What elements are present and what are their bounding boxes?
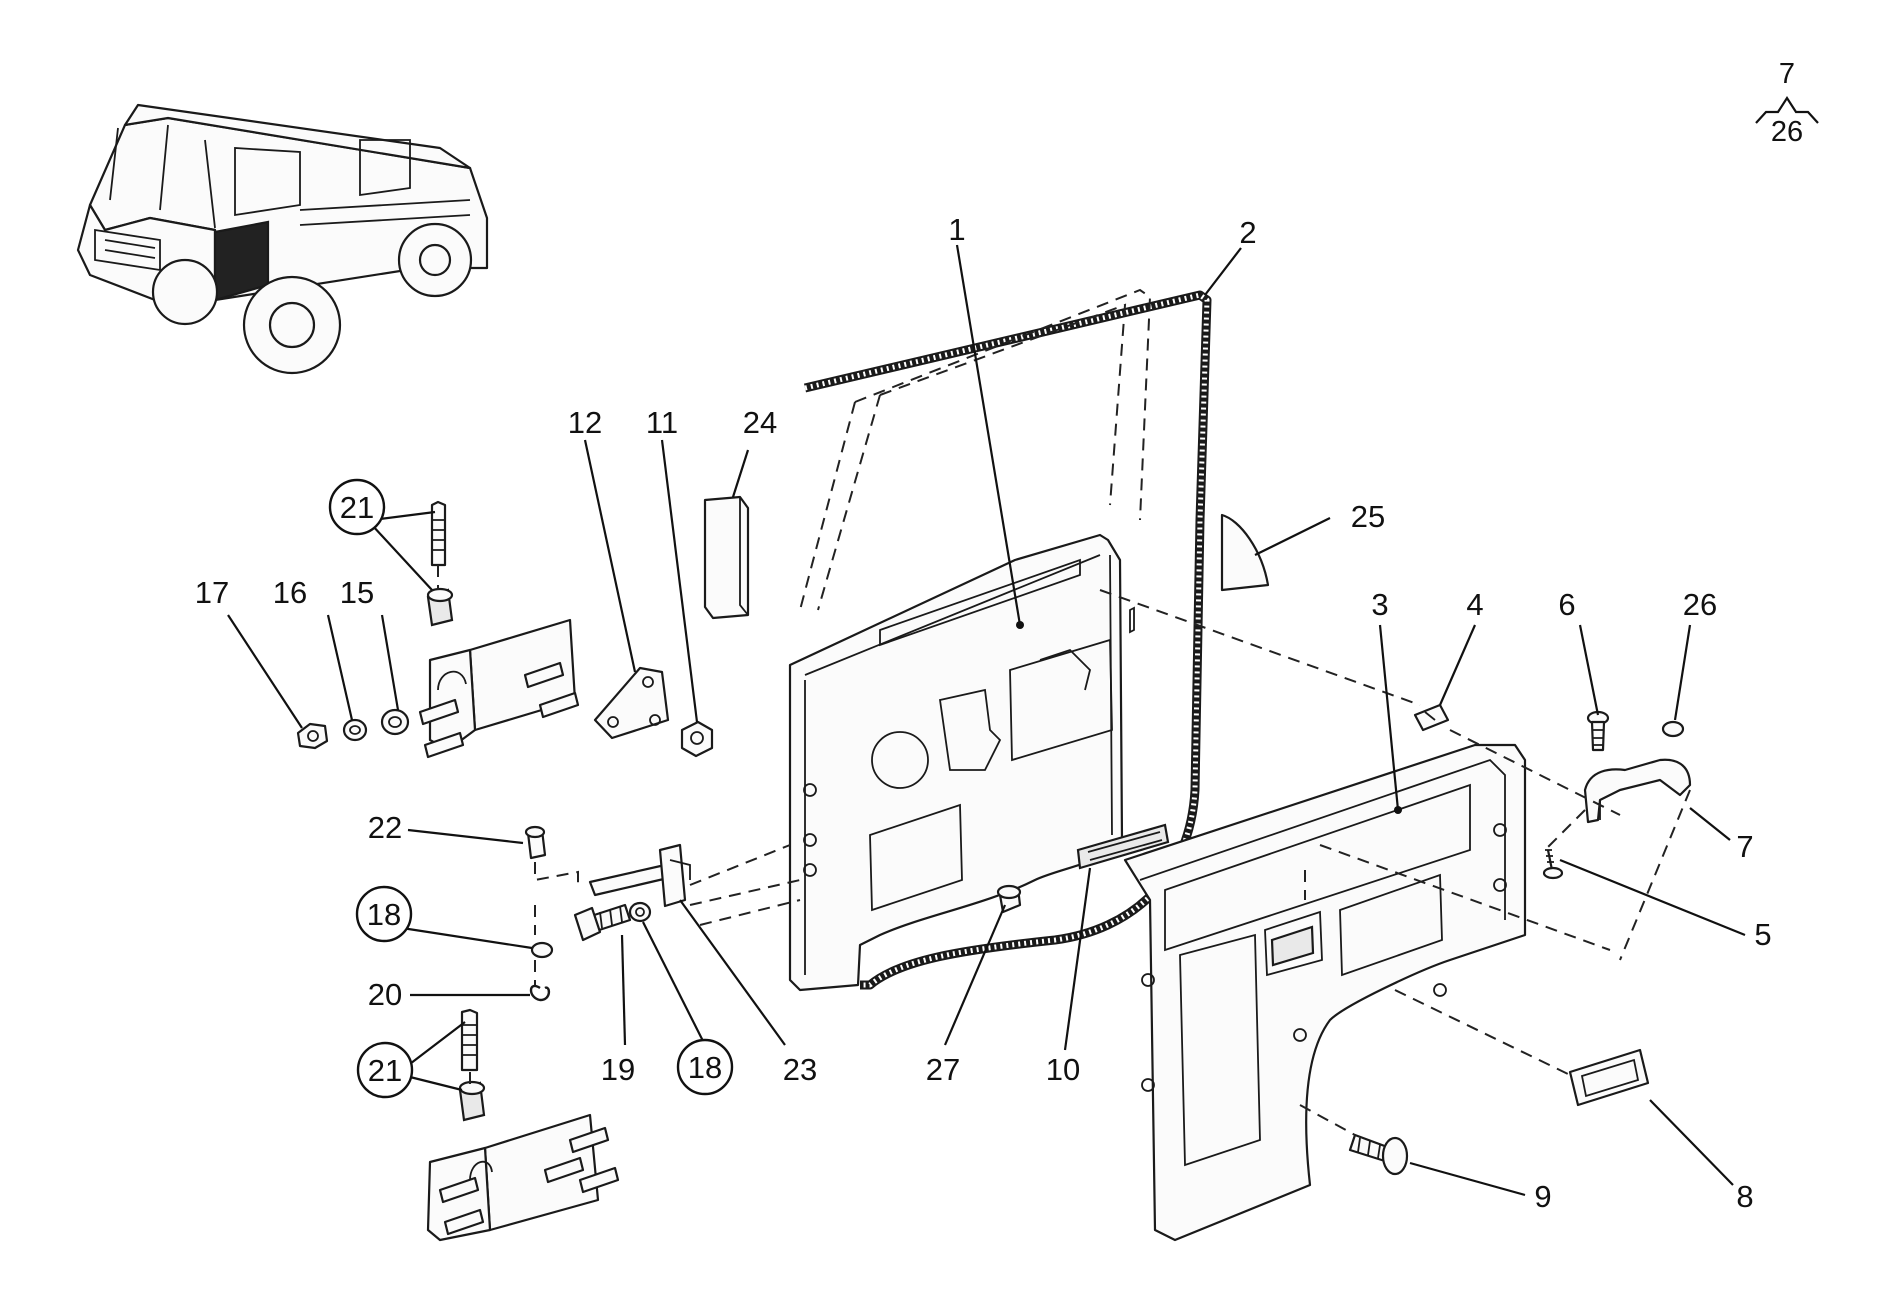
lower-hinge-assembly — [426, 1008, 620, 1242]
check-strap-part-23 — [588, 843, 691, 908]
plate-part-12 — [593, 666, 670, 740]
reference-bracket — [1755, 95, 1819, 124]
callout-2: 2 — [1239, 215, 1256, 250]
leader-10 — [1063, 867, 1092, 1051]
leader-18a — [401, 926, 533, 950]
washer-part-18-strap — [628, 901, 652, 923]
callout-21-upper: 21 — [340, 490, 374, 525]
leader-18b — [642, 921, 706, 1046]
callout-22: 22 — [368, 810, 402, 845]
callout-16: 16 — [273, 575, 307, 610]
callout-24: 24 — [743, 405, 777, 440]
nut-part-17 — [296, 722, 329, 750]
leader-lines — [227, 244, 1746, 1197]
upper-hinge-studs — [418, 661, 580, 759]
push-pin-part-9 — [1348, 1133, 1409, 1176]
callout-circle-21-lower — [356, 1041, 414, 1099]
callout-18-left: 18 — [367, 897, 401, 932]
leader-25 — [1254, 517, 1331, 556]
upper-hinge-assembly — [418, 500, 580, 759]
lower-hinge-studs — [438, 1126, 620, 1236]
callout-circle-21-upper — [328, 478, 386, 536]
callout-23: 23 — [783, 1052, 817, 1087]
leader-8 — [1649, 1099, 1734, 1186]
clip-part-4 — [1413, 703, 1450, 732]
corner-piece-part-25 — [1220, 513, 1270, 592]
door-seal-part-2 — [799, 288, 1212, 990]
reference-top-number: 7 — [1779, 58, 1795, 90]
callout-26: 26 — [1683, 587, 1717, 622]
leader-21b — [401, 1021, 466, 1092]
plug-part-22 — [524, 825, 547, 860]
callout-25: 25 — [1351, 499, 1385, 534]
leader-19 — [620, 934, 627, 1046]
vehicle-thumbnail — [76, 103, 489, 375]
washer-part-15 — [380, 708, 410, 736]
callout-circle-18-left — [355, 885, 413, 943]
leader-21a — [371, 510, 436, 591]
bolt-part-19 — [573, 903, 632, 942]
leader-6 — [1578, 624, 1600, 716]
leader-2 — [1204, 247, 1242, 296]
pad-part-24 — [703, 495, 750, 620]
screw-part-6 — [1586, 710, 1610, 752]
leader-23 — [679, 899, 786, 1046]
leader-1 — [955, 244, 1022, 626]
leader-15 — [380, 614, 400, 711]
leader-16 — [326, 614, 354, 721]
nut-part-11 — [680, 720, 714, 758]
screw-part-5 — [1542, 849, 1564, 880]
escutcheon-part-8 — [1568, 1048, 1650, 1107]
callout-20: 20 — [368, 977, 402, 1012]
leader-5 — [1559, 858, 1746, 937]
callout-6: 6 — [1558, 587, 1575, 622]
leader-3 — [1378, 624, 1400, 811]
leader-4 — [1438, 624, 1477, 706]
callout-10: 10 — [1046, 1052, 1080, 1087]
leader-12 — [583, 439, 637, 673]
plug-part-27 — [996, 884, 1022, 914]
callout-19: 19 — [601, 1052, 635, 1087]
callout-15: 15 — [340, 575, 374, 610]
callout-7: 7 — [1736, 829, 1753, 864]
reference-bottom-number: 26 — [1771, 116, 1803, 148]
leader-7 — [1689, 807, 1731, 841]
clip-part-20 — [529, 984, 551, 1002]
label-strip-part-10 — [1076, 823, 1170, 870]
leader-24 — [731, 449, 750, 498]
leader-11 — [660, 439, 699, 723]
cap-part-26 — [1661, 720, 1685, 738]
assembly-dashed-lines — [437, 565, 1691, 1136]
callout-18-lower: 18 — [688, 1050, 722, 1085]
door-shell-part-1 — [788, 533, 1135, 992]
callout-3: 3 — [1371, 587, 1388, 622]
callout-9: 9 — [1534, 1179, 1551, 1214]
callout-11: 11 — [646, 405, 678, 440]
callout-27: 27 — [926, 1052, 960, 1087]
callout-17: 17 — [195, 575, 229, 610]
callout-5: 5 — [1754, 917, 1771, 952]
leader-9 — [1409, 1161, 1526, 1197]
reference-marker: 7 26 — [1755, 58, 1819, 148]
callout-1: 1 — [948, 212, 965, 247]
grab-handle-part-7 — [1583, 758, 1692, 824]
callout-8: 8 — [1736, 1179, 1753, 1214]
callout-numbers: 1 2 3 4 5 6 7 8 9 10 11 12 15 16 17 18 1… — [195, 212, 1772, 1214]
leader-27 — [943, 904, 1007, 1046]
trim-panel-part-3 — [1123, 743, 1527, 1242]
leader-22 — [407, 828, 524, 845]
washer-part-18-left — [530, 941, 554, 959]
callout-4: 4 — [1466, 587, 1483, 622]
callout-12: 12 — [568, 405, 602, 440]
spring-washer-part-16 — [342, 718, 368, 742]
callout-circle-18-lower — [676, 1038, 734, 1096]
leader-17 — [227, 614, 303, 729]
leader-26 — [1673, 624, 1692, 721]
callout-21-lower: 21 — [368, 1053, 402, 1088]
